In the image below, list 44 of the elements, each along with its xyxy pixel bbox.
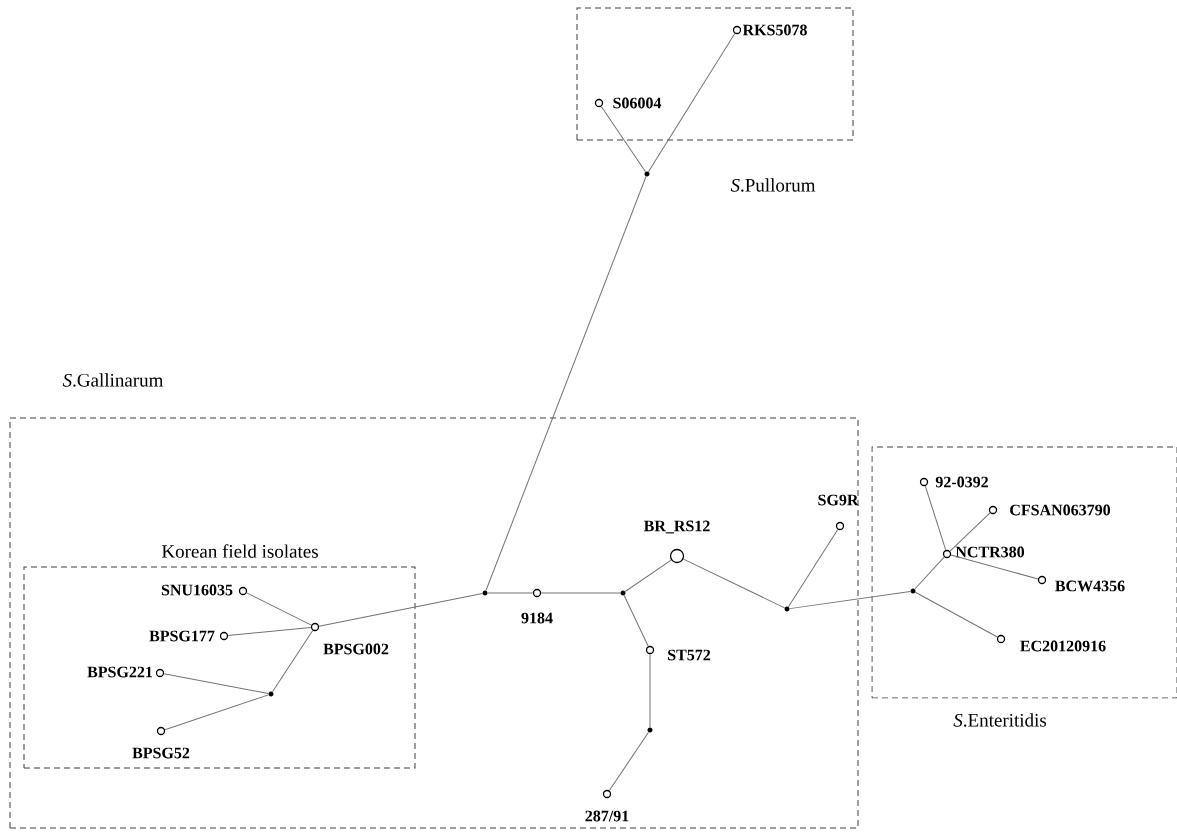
branch-line (246, 592, 312, 626)
branch-line (950, 554, 1039, 580)
branch-line (623, 594, 649, 647)
isolate-label: BPSG221 (87, 666, 153, 678)
isolate-label: CFSAN063790 (1010, 504, 1111, 516)
isolate-label: BPSG177 (149, 630, 215, 642)
isolate-label: BCW4356 (1055, 580, 1125, 592)
branch-line (163, 673, 269, 694)
isolate-label: SNU16035 (161, 584, 233, 596)
branch-line (608, 731, 649, 792)
isolate-label: 287/91 (585, 810, 629, 822)
branch-line (949, 512, 991, 552)
branch-line (787, 529, 839, 608)
branch-line (600, 105, 646, 173)
isolate-label: S06004 (613, 97, 662, 109)
branch-line (647, 33, 736, 173)
group-label: Korean field isolates (161, 544, 318, 558)
branch-line (682, 558, 786, 609)
isolate-label: NCTR380 (955, 546, 1025, 558)
group-label: S.Pullorum (730, 178, 816, 192)
isolate-label: SG9R (818, 494, 859, 506)
branch-line (649, 653, 651, 728)
isolate-label: BPSG002 (323, 643, 389, 655)
branch-line (272, 630, 314, 693)
group-label: S.Gallinarum (62, 373, 164, 387)
isolate-label: BPSG52 (132, 747, 190, 759)
group-label: S.Enteritidis (953, 713, 1047, 727)
branch-line (914, 591, 998, 638)
isolate-label: 92-0392 (935, 476, 988, 488)
branch-line (485, 176, 647, 591)
branch-line (914, 556, 945, 590)
branch-line (164, 694, 269, 731)
branch-line (227, 626, 312, 637)
branch-line (624, 559, 672, 592)
branch-line (318, 593, 483, 627)
isolate-label: ST572 (668, 649, 711, 661)
isolate-label: 9184 (521, 612, 553, 624)
isolate-label: EC20120916 (1020, 640, 1106, 652)
isolate-label: BR_RS12 (643, 520, 710, 534)
branch-line (789, 590, 911, 610)
branch-line (487, 592, 534, 594)
branch-line (924, 485, 947, 551)
branch-line (540, 592, 621, 594)
isolate-label: RKS5078 (742, 24, 807, 36)
